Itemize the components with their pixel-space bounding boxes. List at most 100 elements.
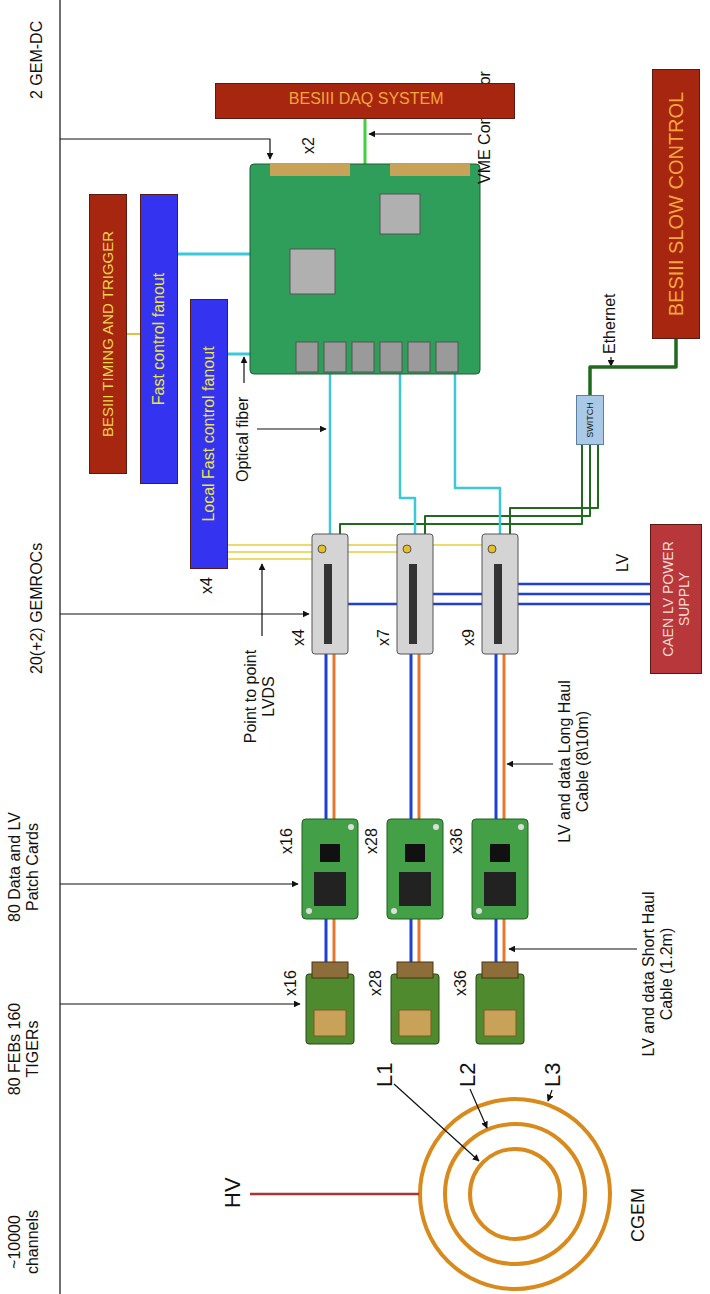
leader-line (243, 357, 244, 383)
vme-edge (270, 164, 350, 176)
annotation-label: 80 Data and LV Patch Cards (6, 792, 43, 942)
annotation-label: 80 FEBs 160 TIGERs (6, 999, 43, 1099)
long-haul-lv (325, 654, 328, 819)
lvds-wire (228, 558, 312, 560)
cgem-layer (420, 1099, 610, 1289)
long-haul-lv (410, 654, 413, 819)
annotation-label: x4 (198, 577, 216, 594)
annotation-label: L1 (372, 1063, 397, 1087)
switch-box: SWITCH (576, 395, 604, 445)
annotation-label: Point to point LVDS (242, 639, 279, 754)
leader-line (610, 357, 611, 366)
feb-chip (399, 1010, 431, 1036)
node-text: CAEN LV POWER SUPPLY (660, 531, 692, 667)
patch-connector (399, 872, 431, 906)
annotation-label: LV (614, 554, 632, 572)
axis-line (59, 0, 60, 1294)
lvds-wire (228, 544, 482, 546)
annotation-label: HV (220, 1177, 245, 1208)
feb-connector (397, 962, 433, 978)
annotation-label: CGEM (628, 1188, 649, 1242)
gemroc-led (403, 545, 411, 553)
mount-hole (433, 824, 439, 830)
long-haul-data (333, 654, 336, 819)
annotation-label: x36 (452, 970, 470, 996)
fanout-box: Local Fast control fanout (190, 299, 228, 569)
cgem-layer (445, 1124, 585, 1264)
feb-board (306, 974, 354, 1044)
annotation-label: x36 (448, 828, 466, 854)
ethernet-wire (425, 444, 590, 534)
short-haul-lv (495, 919, 498, 964)
mount-hole (348, 824, 354, 830)
optical-fiber (455, 374, 500, 534)
leader-line (60, 613, 309, 614)
node-text: Local Fast control fanout (200, 346, 218, 521)
fpga-chip (290, 249, 335, 294)
vme-edge (390, 164, 470, 176)
optical-fiber (400, 374, 415, 534)
local-fast-control-fiber (228, 353, 250, 356)
node-text: SWITCH (585, 402, 595, 438)
fast-control-fiber (178, 253, 250, 256)
mount-hole (518, 824, 524, 830)
annotation-label: x7 (375, 629, 393, 646)
ethernet-wire (510, 444, 598, 534)
patch-chip (490, 844, 510, 862)
feb-board (476, 974, 524, 1044)
leader-line (507, 763, 553, 764)
leader-line (60, 139, 270, 159)
mount-hole (306, 908, 312, 914)
node-text: BESIII SLOW CONTROL (665, 92, 688, 316)
gemroc-slot (494, 564, 502, 644)
optical-fiber (329, 374, 332, 534)
gemroc-crate (482, 534, 518, 654)
feb-connector (482, 962, 518, 978)
fiber-port (436, 342, 458, 372)
patch-connector (484, 872, 516, 906)
short-haul-lv (410, 919, 413, 964)
feb-board (391, 974, 439, 1044)
fiber-port (324, 342, 346, 372)
patch-connector (314, 872, 346, 906)
system-box: BESIII DAQ SYSTEM (215, 83, 515, 119)
annotation-label: Optical fiber (234, 397, 252, 482)
short-haul-data (503, 919, 506, 964)
leader-line (509, 948, 637, 949)
node-text: BESIII DAQ SYSTEM (289, 91, 444, 109)
fiber-port (408, 342, 430, 372)
patch-chip (320, 844, 340, 862)
annotation-label: LV and data Long Haul Cable (8\10m) (556, 669, 593, 854)
system-box: BESIII SLOW CONTROL (652, 69, 700, 339)
vme-line (364, 119, 367, 164)
short-haul-lv (325, 919, 328, 964)
annotation-label: 2 GEM-DC (28, 21, 46, 99)
leader-line (261, 564, 262, 636)
patch-chip (405, 844, 425, 862)
gemroc-slot (409, 564, 417, 644)
fpga-chip (380, 194, 420, 234)
annotation-label: x16 (282, 970, 300, 996)
annotation-label: x28 (363, 828, 381, 854)
long-haul-data (503, 654, 506, 819)
gemroc-led (318, 545, 326, 553)
patch-card (472, 819, 528, 919)
mount-hole (391, 908, 397, 914)
node-text: Fast control fanout (150, 273, 168, 406)
node-text: BESIII TIMING AND TRIGGER (99, 231, 116, 437)
annotation-label: x9 (460, 629, 478, 646)
feb-chip (484, 1010, 516, 1036)
annotation-label: x4 (290, 629, 308, 646)
long-haul-data (418, 654, 421, 819)
leader-line (369, 133, 472, 134)
annotation-label: x2 (300, 137, 318, 154)
patch-card (302, 819, 358, 919)
gemroc-led (488, 545, 496, 553)
annotation-label: L2 (455, 1063, 480, 1087)
lv-wire (518, 583, 650, 586)
patch-card (387, 819, 443, 919)
cgem-layer (470, 1149, 560, 1239)
lv-wire (433, 593, 650, 596)
leader-line (394, 1084, 479, 1161)
